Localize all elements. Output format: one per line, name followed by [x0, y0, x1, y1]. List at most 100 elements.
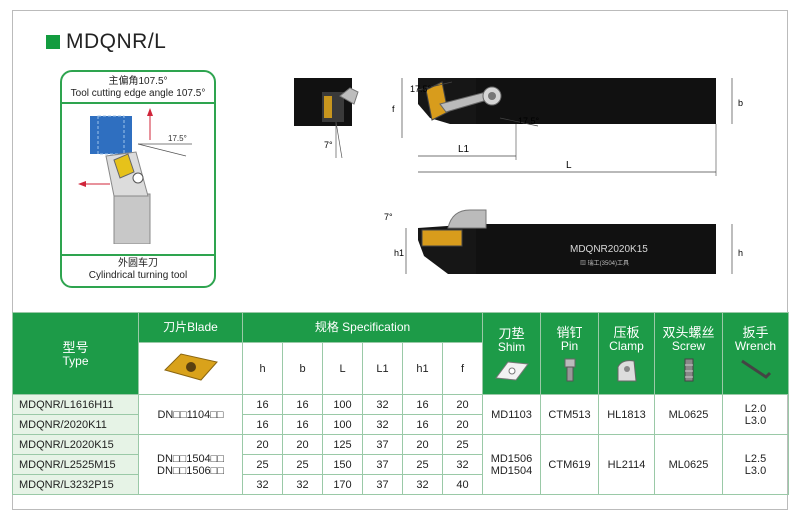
shank-brand: ▨ 瑞工(3504)工具: [580, 259, 629, 267]
angle-header-en: Tool cutting edge angle 107.5°: [70, 88, 206, 99]
divider: [62, 254, 214, 256]
val-h: 20: [242, 434, 283, 455]
spec-col-l1: L1: [362, 342, 403, 395]
shim-value: MD1504: [490, 464, 533, 477]
val-l: 100: [322, 414, 363, 435]
val-h: 32: [242, 474, 283, 495]
val-l: 100: [322, 394, 363, 415]
wrench-cell: L2.5 L3.0: [722, 434, 789, 495]
page-title: MDQNR/L: [66, 30, 167, 53]
angle-footer-en: Cylindrical turning tool: [88, 270, 188, 281]
angle-panel-footer: 外圆车刀 Cylindrical turning tool: [62, 258, 214, 282]
clamp-cell: HL2114: [598, 434, 655, 495]
dim-f-label: f: [392, 104, 395, 114]
angle-diagram: 17.5°: [78, 108, 192, 244]
blade-image-cell: [138, 342, 243, 395]
model-cell: MDQNR/L3232P15: [12, 474, 139, 495]
shim-icon: [494, 360, 529, 381]
angle-line: [499, 117, 539, 127]
val-f: 25: [442, 434, 483, 455]
val-h1: 25: [402, 454, 443, 475]
table-subheader-row: h b L L1 h1 f: [13, 342, 789, 395]
blade-value: DN□□1506□□: [157, 464, 224, 477]
table-row: MDQNR/2020K11 16 16 100 32 16 20: [12, 414, 789, 435]
front-view-clamp: [447, 209, 487, 229]
top-view-insert: [425, 81, 449, 121]
blade-value: DN□□1504□□: [157, 452, 224, 465]
val-l1: 37: [362, 434, 403, 455]
angle-panel-header: 主偏角107.5° Tool cutting edge angle 107.5°: [62, 76, 214, 100]
table-row: MDQNR/L3232P15 32 32 170 37 32 40: [12, 474, 789, 495]
screw-icon: [684, 358, 693, 381]
angle-footer-cn: 外圆车刀: [118, 258, 158, 269]
spec-col-b: b: [282, 342, 323, 395]
val-l1: 37: [362, 454, 403, 475]
arrow-up-icon: [147, 108, 153, 116]
val-h: 16: [242, 414, 283, 435]
workpiece-shape: [90, 116, 132, 154]
table-row: MDQNR/L2020K15 DN□□1504□□ DN□□1506□□ 20 …: [12, 434, 789, 495]
val-b: 25: [282, 454, 323, 475]
val-h: 16: [242, 394, 283, 415]
val-l1: 37: [362, 474, 403, 495]
shank-marking: MDQNR2020K15: [570, 244, 648, 255]
shim-value: MD1506: [490, 452, 533, 465]
clamp-screw-hole: [488, 92, 496, 100]
side-angle-label: 7°: [324, 140, 333, 150]
spec-col-l: L: [322, 342, 363, 395]
pin-icon: [564, 358, 575, 381]
spec-col-h: h: [242, 342, 283, 395]
title-row: MDQNR/L: [46, 30, 166, 54]
val-f: 20: [442, 394, 483, 415]
insert-icon: [163, 353, 218, 381]
screw-cell: ML0625: [654, 434, 723, 495]
shim-cell: MD1103: [482, 394, 541, 435]
angle-edge-line: [137, 143, 187, 157]
angle-label: 17.5°: [168, 134, 187, 143]
val-f: 40: [442, 474, 483, 495]
col-blade: 刀片Blade: [138, 312, 243, 343]
front-view-insert: [421, 229, 463, 247]
workpiece-hatch: [97, 115, 125, 155]
model-cell: MDQNR/L1616H11: [12, 394, 139, 415]
model-cell: MDQNR/2020K11: [12, 414, 139, 435]
clamp-icon: [617, 359, 637, 381]
wrench-value: L3.0: [744, 414, 767, 427]
mid-angle-label: 17.5°: [518, 116, 540, 126]
cutting-angle-panel: 主偏角107.5° Tool cutting edge angle 107.5°…: [60, 70, 216, 288]
blade-cell: DN□□1104□□: [138, 394, 243, 435]
dim-l1-label: L1: [458, 144, 470, 155]
front-view-shank: [476, 224, 716, 274]
spec-col-f: f: [442, 342, 483, 395]
technical-drawing: 7° 17.5° 17.5° f b L1 L MDQNR2020K15 ▨ 瑞…: [294, 78, 743, 274]
val-b: 20: [282, 434, 323, 455]
wrench-value: L2.5: [744, 452, 767, 465]
angle-line: [417, 81, 453, 91]
screw-cell: ML0625: [654, 394, 723, 435]
wrench-cell: L2.0 L3.0: [722, 394, 789, 435]
tool-shank-shape: [113, 193, 151, 244]
front-angle-label: 7°: [384, 212, 393, 222]
val-f: 32: [442, 454, 483, 475]
spec-col-h1: h1: [402, 342, 443, 395]
val-h1: 16: [402, 414, 443, 435]
end-view-clamp: [339, 87, 359, 105]
val-l: 150: [322, 454, 363, 475]
angle-header-cn: 主偏角107.5°: [108, 76, 168, 87]
val-b: 16: [282, 414, 323, 435]
shim-cell: MD1506 MD1504: [482, 434, 541, 495]
model-cell: MDQNR/L2525M15: [12, 454, 139, 475]
col-spec: 规格 Specification: [242, 312, 483, 343]
wrench-value: L2.0: [744, 402, 767, 415]
val-l1: 32: [362, 394, 403, 415]
title-marker-icon: [46, 35, 60, 49]
clamp-cell: HL1813: [598, 394, 655, 435]
val-l: 125: [322, 434, 363, 455]
val-h1: 20: [402, 434, 443, 455]
clamp-screw-icon: [132, 172, 144, 184]
model-cell: MDQNR/L2020K15: [12, 434, 139, 455]
